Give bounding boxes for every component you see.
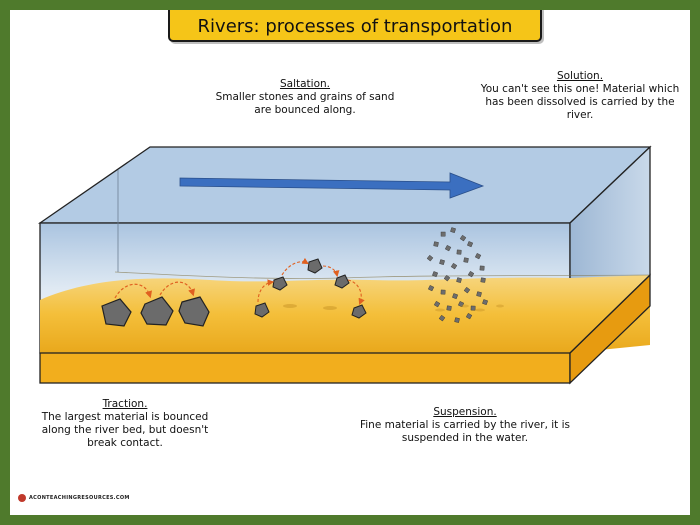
suspended-particle bbox=[432, 271, 439, 278]
saltation-caption: Saltation. Smaller stones and grains of … bbox=[210, 78, 400, 117]
traction-caption: Traction. The largest material is bounce… bbox=[30, 398, 220, 450]
traction-text: The largest material is bounced along th… bbox=[41, 411, 209, 449]
suspended-particle bbox=[459, 234, 467, 242]
saltation-heading: Saltation. bbox=[279, 78, 331, 90]
suspended-particle bbox=[439, 259, 445, 265]
suspended-particle bbox=[463, 257, 469, 263]
river-block-diagram bbox=[37, 145, 652, 385]
suspended-particle bbox=[480, 277, 486, 283]
suspension-heading: Suspension. bbox=[433, 406, 497, 418]
solution-caption: Solution. You can't see this one! Materi… bbox=[480, 70, 680, 122]
suspended-particles bbox=[426, 227, 488, 323]
title-banner: Rivers: processes of transportation bbox=[168, 10, 542, 42]
river-bed-sand bbox=[40, 275, 650, 353]
suspended-particle bbox=[476, 291, 482, 297]
flow-direction-arrow bbox=[179, 172, 485, 199]
suspended-particle bbox=[427, 285, 435, 292]
suspended-particle bbox=[433, 241, 439, 247]
suspended-particle bbox=[443, 274, 451, 282]
suspended-particle bbox=[450, 262, 458, 270]
suspended-particle bbox=[482, 299, 488, 306]
suspended-particle bbox=[438, 314, 446, 322]
suspended-particle bbox=[452, 293, 459, 300]
slide-frame: Rivers: processes of transportation Salt… bbox=[10, 10, 690, 515]
saltation-movement-arrows bbox=[257, 257, 365, 306]
suspended-particle bbox=[426, 254, 434, 262]
traction-boulders bbox=[101, 296, 210, 327]
suspended-particle bbox=[456, 249, 462, 255]
suspended-particle bbox=[440, 231, 446, 237]
solution-text: You can't see this one! Material which h… bbox=[480, 83, 680, 121]
suspended-particle bbox=[479, 265, 485, 271]
sand-front-face bbox=[39, 352, 571, 384]
suspended-particle bbox=[474, 253, 482, 260]
suspended-particle bbox=[465, 312, 473, 320]
suspended-particle bbox=[457, 301, 465, 308]
suspended-particle bbox=[450, 227, 456, 233]
suspension-text: Fine material is carried by the river, i… bbox=[359, 419, 570, 444]
traction-movement-arrows bbox=[114, 281, 195, 299]
saltation-stones bbox=[254, 258, 367, 319]
suspended-particle bbox=[433, 300, 441, 308]
suspended-particle bbox=[467, 270, 475, 278]
suspended-particle bbox=[444, 245, 452, 252]
saltation-text: Smaller stones and grains of sand are bo… bbox=[215, 91, 395, 116]
publisher-credit: ACONTEACHINGRESOURCES.COM bbox=[18, 494, 130, 502]
suspension-caption: Suspension. Fine material is carried by … bbox=[340, 406, 590, 445]
publisher-credit-text: ACONTEACHINGRESOURCES.COM bbox=[29, 495, 130, 501]
suspended-particle bbox=[470, 305, 476, 311]
page-title: Rivers: processes of transportation bbox=[197, 15, 513, 37]
suspended-particle bbox=[456, 277, 462, 283]
traction-heading: Traction. bbox=[102, 398, 148, 410]
suspended-particle bbox=[446, 305, 452, 311]
solution-heading: Solution. bbox=[556, 70, 604, 82]
publisher-logo-icon bbox=[18, 494, 26, 502]
suspended-particle bbox=[463, 286, 471, 294]
suspended-particle bbox=[467, 241, 474, 248]
suspended-particle bbox=[454, 317, 460, 323]
dissolved-smudges bbox=[435, 304, 504, 312]
suspended-particle bbox=[440, 289, 446, 295]
